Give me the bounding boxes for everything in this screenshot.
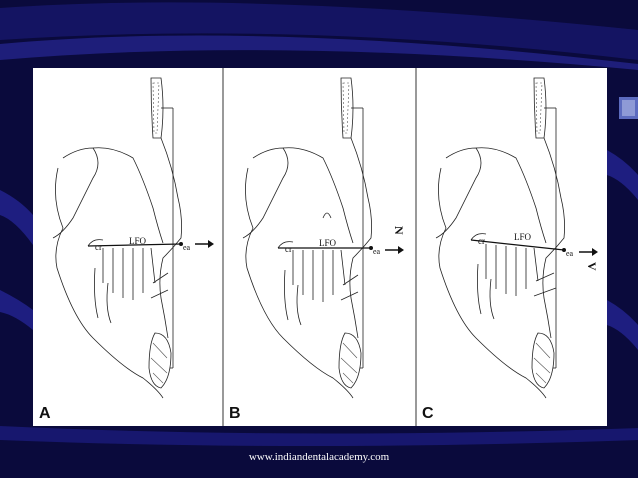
panel-c-ea-label: ea [566, 249, 574, 258]
cephalometric-figure: cr LFO ea A N [33, 68, 607, 426]
panel-c: V cr LFO ea C [422, 77, 599, 422]
footer-website-link[interactable]: www.indiandentalacademy.com [248, 451, 390, 463]
panel-b: N cr LFO ea B [229, 77, 406, 422]
panel-b-side-mark: N [392, 226, 406, 235]
panel-c-lfo-label: LFO [514, 232, 532, 242]
panel-c-cr-label: cr [478, 236, 485, 246]
panel-a-lfo-label: LFO [129, 236, 147, 246]
panel-a-cr-label: cr [95, 242, 102, 252]
side-tab-marker [619, 97, 638, 119]
panel-a-ea-label: ea [183, 243, 191, 252]
panel-c-side-mark: V [585, 262, 599, 271]
panel-c-letter: C [422, 405, 434, 422]
panel-b-letter: B [229, 405, 241, 422]
panel-b-cr-label: cr [285, 244, 292, 254]
panel-a-letter: A [39, 405, 51, 422]
panel-b-lfo-label: LFO [319, 238, 337, 248]
panel-b-ea-label: ea [373, 247, 381, 256]
panel-a: cr LFO ea A [39, 77, 214, 422]
